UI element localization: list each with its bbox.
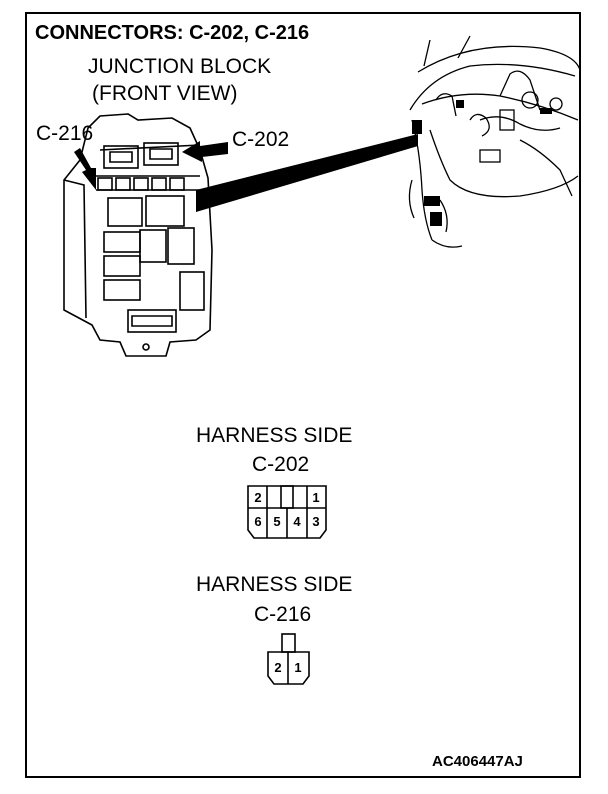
junction-block-label: JUNCTION BLOCK <box>88 55 272 78</box>
c216-connector-name: C-216 <box>254 603 312 626</box>
c202-arrow <box>182 141 228 162</box>
location-leader <box>196 134 418 212</box>
front-view-label: (FRONT VIEW) <box>92 82 238 105</box>
c216-callout-label: C-216 <box>36 122 94 145</box>
c202-callout-label: C-202 <box>232 128 290 151</box>
c216-pin-2: 2 <box>274 660 282 675</box>
c202-harness-side-heading: HARNESS SIDE <box>196 424 353 447</box>
c216-harness-side-heading: HARNESS SIDE <box>196 573 353 596</box>
figure-code: AC406447AJ <box>432 753 523 770</box>
c202-pin-2: 2 <box>254 490 262 505</box>
c216-arrow <box>74 148 96 190</box>
dashboard-harness-detail <box>412 100 552 226</box>
diagram-frame <box>25 12 581 778</box>
c202-pin-5: 5 <box>273 514 281 529</box>
c202-pin-6: 6 <box>254 514 262 529</box>
c202-pin-1: 1 <box>312 490 320 505</box>
dashboard-location-sketch <box>408 35 581 248</box>
c202-pin-4: 4 <box>293 514 301 529</box>
c202-connector-name: C-202 <box>252 453 310 476</box>
c216-pin-1: 1 <box>294 660 302 675</box>
diagram-title: CONNECTORS: C-202, C-216 <box>35 22 310 44</box>
c202-pin-3: 3 <box>312 514 320 529</box>
